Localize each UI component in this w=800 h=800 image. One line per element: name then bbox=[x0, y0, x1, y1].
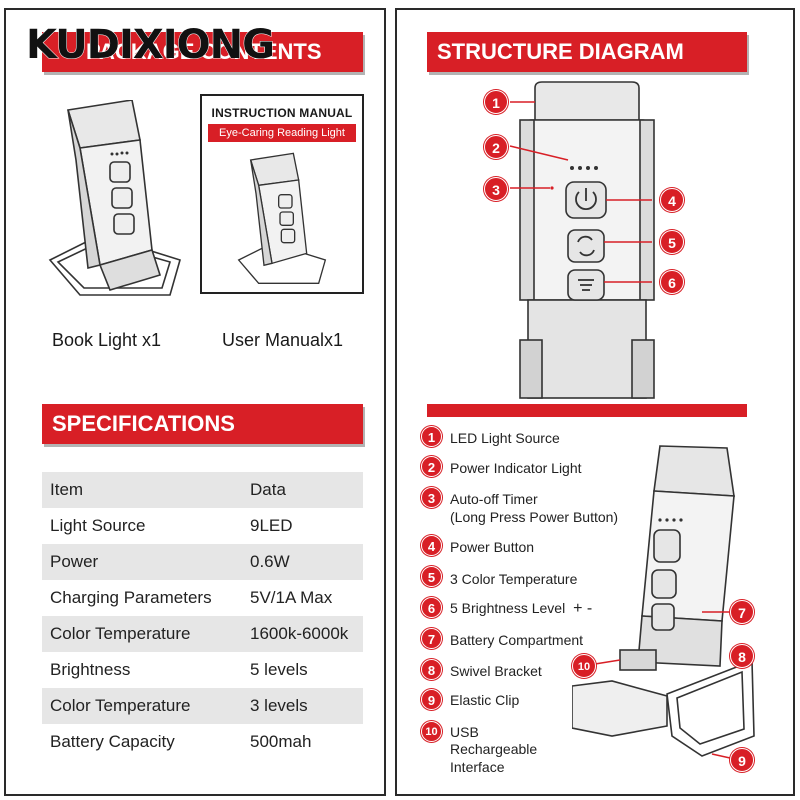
callout-1: 1 bbox=[484, 90, 508, 114]
legend-swivel-bracket: Swivel Bracket bbox=[450, 663, 542, 679]
callout-7: 7 bbox=[730, 600, 754, 624]
device-front-image bbox=[509, 81, 655, 399]
legend-num-8: 8 bbox=[421, 659, 442, 680]
legend-num-1: 1 bbox=[421, 426, 442, 447]
user-manual-caption: User Manualx1 bbox=[222, 330, 344, 350]
table-cell: Brightness bbox=[50, 660, 131, 679]
manual-title: INSTRUCTION MANUAL bbox=[211, 106, 353, 120]
table-row: Item Data bbox=[42, 472, 363, 508]
legend-color-temperature: 3 Color Temperature bbox=[450, 571, 578, 587]
legend-num-4: 4 bbox=[421, 535, 442, 556]
book-light-image bbox=[48, 100, 181, 296]
table-row: Color Temperature 1600k-6000k bbox=[42, 616, 363, 652]
structure-diagram-banner: STRUCTURE DIAGRAM bbox=[427, 32, 747, 72]
divider-bar bbox=[427, 404, 747, 417]
table-row: Light Source 9LED bbox=[42, 508, 363, 544]
table-cell: 1600k-6000k bbox=[242, 616, 363, 652]
table-cell: Power bbox=[42, 544, 242, 580]
right-panel bbox=[395, 8, 795, 796]
device-side-image bbox=[572, 445, 755, 759]
callout-6: 6 bbox=[660, 270, 684, 294]
legend-usb-line3: Interface bbox=[450, 759, 505, 775]
table-cell: 9LED bbox=[250, 516, 293, 535]
legend-num-7: 7 bbox=[421, 628, 442, 649]
table-header-data: Data bbox=[242, 472, 363, 508]
table-header-item: Item bbox=[42, 472, 242, 508]
legend-brightness-label: 5 Brightness Level bbox=[450, 600, 566, 616]
book-light-caption: Book Light x1 bbox=[52, 330, 162, 350]
table-cell: Charging Parameters bbox=[50, 588, 212, 607]
table-cell: Color Temperature bbox=[42, 688, 242, 724]
package-contents-banner: PACKAGE CONTENTS bbox=[42, 32, 363, 72]
legend-auto-off-timer-note: (Long Press Power Button) bbox=[450, 509, 619, 525]
legend-num-10: 10 bbox=[421, 721, 442, 742]
callout-2: 2 bbox=[484, 135, 508, 159]
table-cell: Color Temperature bbox=[42, 616, 242, 652]
legend-num-9: 9 bbox=[421, 689, 442, 710]
legend-power-button: Power Button bbox=[450, 539, 535, 555]
package-contents-title: PACKAGE CONTENTS bbox=[86, 39, 322, 64]
legend-auto-off-timer: Auto-off Timer bbox=[450, 491, 538, 507]
table-cell: Light Source bbox=[50, 516, 146, 535]
callout-10: 10 bbox=[572, 654, 596, 678]
table-cell: Battery Capacity bbox=[50, 732, 175, 751]
legend-brightness-level: 5 Brightness Level + - bbox=[450, 600, 592, 617]
callout-8: 8 bbox=[730, 644, 754, 668]
table-cell: 0.6W bbox=[242, 544, 363, 580]
table-cell: 5V/1A Max bbox=[250, 588, 333, 607]
callout-3: 3 bbox=[484, 177, 508, 201]
table-row: Charging Parameters 5V/1A Max bbox=[42, 580, 363, 616]
specifications-table: Item Data Light Source 9LED Power 0.6W C… bbox=[42, 472, 363, 760]
manual-light-image bbox=[237, 152, 327, 284]
specifications-banner: SPECIFICATIONS bbox=[42, 404, 363, 444]
left-panel bbox=[4, 8, 386, 796]
callout-5: 5 bbox=[660, 230, 684, 254]
legend-usb-line2: Rechargeable bbox=[450, 741, 538, 757]
brand-logo: KUDIXIONG bbox=[26, 22, 276, 69]
manual-subtitle: Eye-Caring Reading Light bbox=[208, 124, 356, 142]
table-cell: 3 levels bbox=[242, 688, 363, 724]
table-row: Brightness 5 levels bbox=[42, 652, 363, 688]
legend-num-5: 5 bbox=[421, 566, 442, 587]
table-cell: 500mah bbox=[250, 732, 312, 751]
legend-battery-compartment: Battery Compartment bbox=[450, 632, 584, 648]
table-row: Color Temperature 3 levels bbox=[42, 688, 363, 724]
legend-elastic-clip: Elastic Clip bbox=[450, 692, 520, 708]
callout-4: 4 bbox=[660, 188, 684, 212]
structure-diagram-title: STRUCTURE DIAGRAM bbox=[437, 39, 684, 64]
specifications-title: SPECIFICATIONS bbox=[52, 411, 235, 436]
legend-brightness-sign: + - bbox=[573, 600, 593, 617]
table-row: Power 0.6W bbox=[42, 544, 363, 580]
legend-usb: USB bbox=[450, 724, 479, 740]
callout-9: 9 bbox=[730, 748, 754, 772]
legend-num-6: 6 bbox=[421, 597, 442, 618]
table-cell: 5 levels bbox=[250, 660, 308, 679]
legend-power-indicator: Power Indicator Light bbox=[450, 460, 582, 476]
legend-num-2: 2 bbox=[421, 456, 442, 477]
instruction-manual-image: INSTRUCTION MANUAL Eye-Caring Reading Li… bbox=[200, 94, 364, 294]
legend-led-light-source: LED Light Source bbox=[450, 430, 560, 446]
legend-num-3: 3 bbox=[421, 487, 442, 508]
table-row: Battery Capacity 500mah bbox=[42, 724, 363, 760]
